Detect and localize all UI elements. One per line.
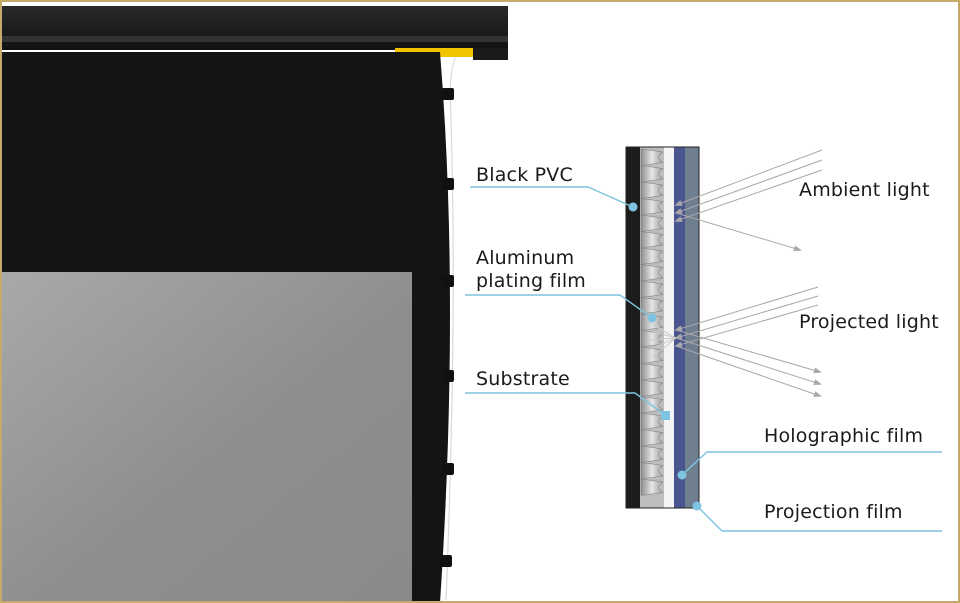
substrate-layer: [664, 147, 674, 508]
leader-black-pvc: [470, 186, 634, 208]
aluminum-ridge: [640, 264, 664, 282]
black-pvc-layer: [626, 147, 640, 508]
label-black-pvc: Black PVC: [476, 164, 573, 186]
label-aluminum-line1: Aluminum: [476, 247, 575, 269]
aluminum-ridge: [640, 148, 664, 166]
ambient-light-rays: [674, 149, 823, 252]
aluminum-ridge: [640, 412, 664, 430]
aluminum-ridge: [640, 280, 664, 298]
label-ambient-light: Ambient light: [799, 179, 930, 201]
label-projection-film: Projection film: [764, 501, 903, 523]
callout-dots: [628, 202, 702, 511]
aluminum-ridge: [640, 478, 664, 496]
screen-product: [0, 6, 508, 603]
leader-aluminum: [465, 294, 653, 319]
aluminum-ridge: [640, 231, 664, 249]
aluminum-ridge: [640, 462, 664, 480]
aluminum-ridge: [640, 445, 664, 463]
aluminum-ridge: [640, 363, 664, 381]
label-aluminum-line2: plating film: [476, 270, 587, 292]
aluminum-ridge: [640, 379, 664, 397]
aluminum-ridge: [640, 165, 664, 183]
aluminum-ridge: [640, 346, 664, 364]
aluminum-ridge: [640, 214, 664, 232]
projected-light-rays: [647, 286, 822, 397]
aluminum-ridges: [640, 148, 664, 496]
aluminum-ridge: [640, 198, 664, 216]
tension-cable: [445, 57, 457, 601]
tension-tabs: [440, 88, 454, 567]
leader-projection: [696, 505, 942, 532]
leader-substrate: [465, 392, 666, 416]
label-holographic-film: Holographic film: [764, 425, 924, 447]
aluminum-ridge: [640, 181, 664, 199]
screen-housing-top: [0, 6, 508, 50]
aluminum-ridge: [640, 247, 664, 265]
leader-holographic: [681, 451, 942, 476]
label-substrate: Substrate: [476, 368, 570, 390]
projection-film-layer: [685, 147, 699, 508]
aluminum-ridge: [640, 429, 664, 447]
aluminum-ridge: [640, 297, 664, 315]
layer-cross-section: [625, 146, 700, 509]
label-projected-light: Projected light: [799, 311, 939, 333]
callout-lines: [465, 186, 942, 532]
screen-viewing-area: [0, 272, 412, 603]
